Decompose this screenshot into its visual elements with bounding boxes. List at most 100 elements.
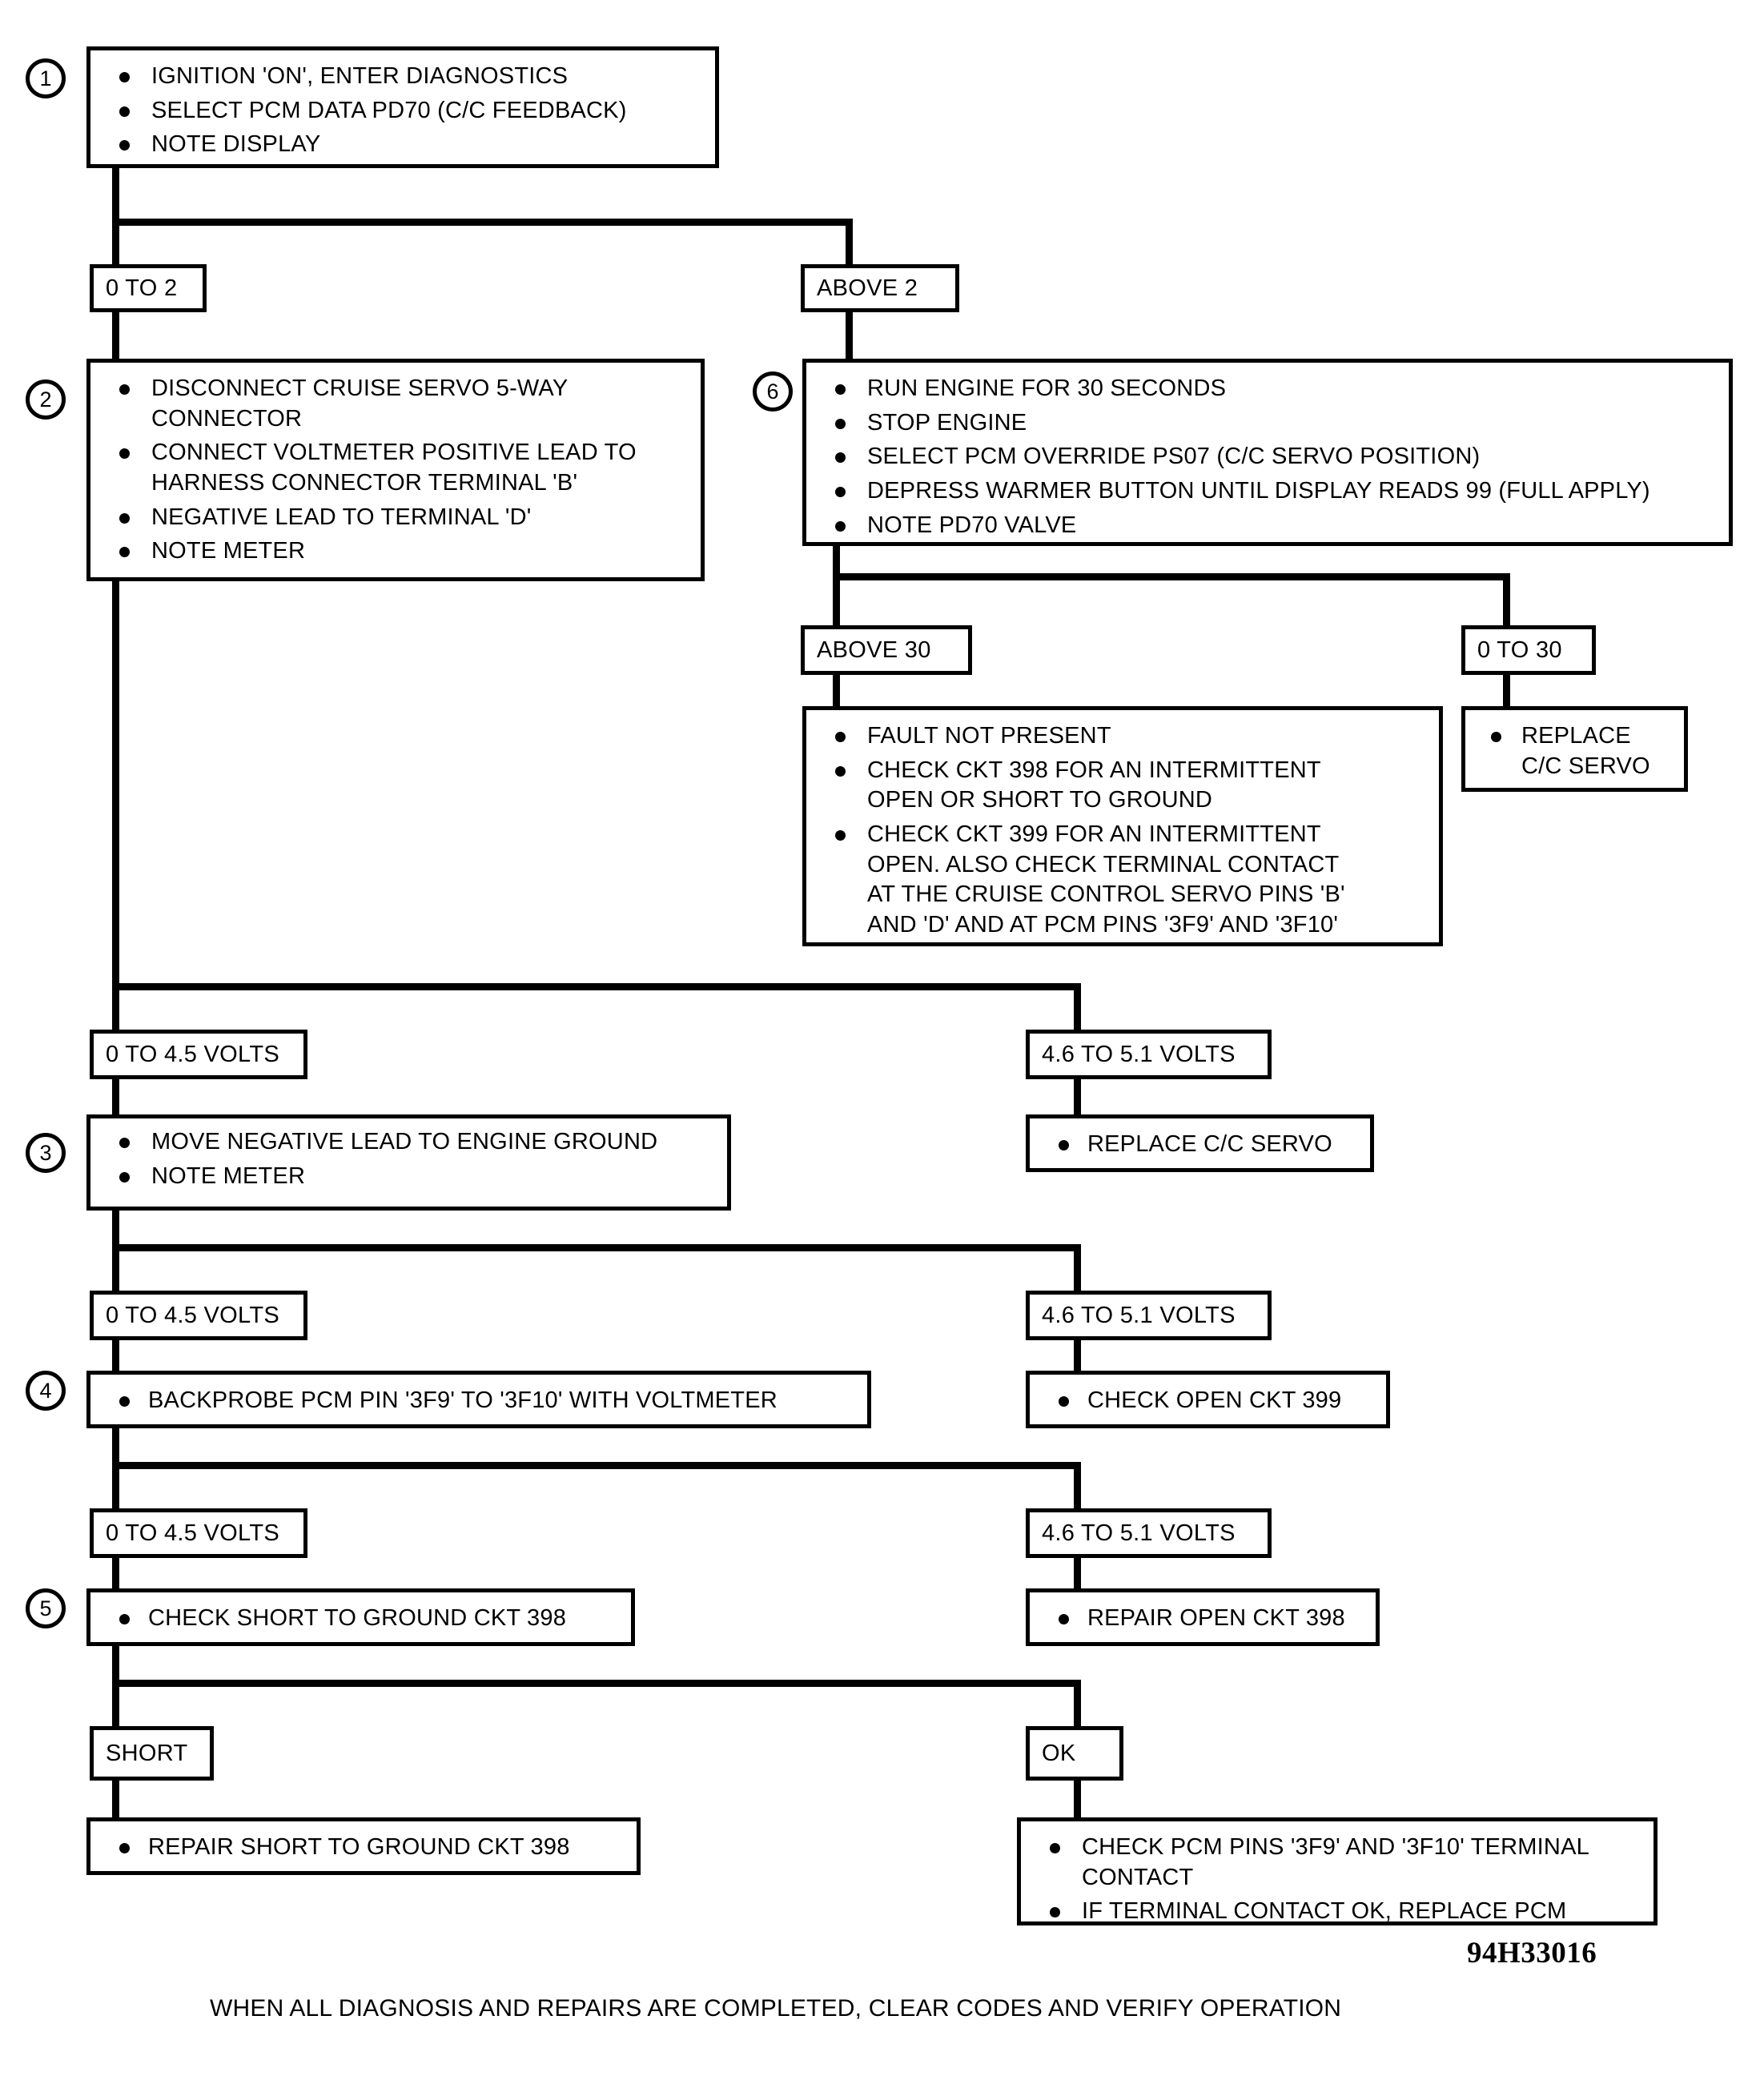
connector-line bbox=[112, 219, 853, 226]
step-5-bullet-list: CHECK SHORT TO GROUND CKT 398 bbox=[102, 1604, 623, 1634]
bullet-item: SELECT PCM DATA PD70 (C/C FEEDBACK) bbox=[102, 96, 707, 126]
branch-label-0-to-2: 0 TO 2 bbox=[90, 264, 207, 312]
bullet-item: DISCONNECT CRUISE SERVO 5-WAY CONNECTOR bbox=[102, 374, 693, 434]
bullet-item: RUN ENGINE FOR 30 SECONDS bbox=[818, 374, 1721, 404]
step-4-box: BACKPROBE PCM PIN '3F9' TO '3F10' WITH V… bbox=[86, 1371, 871, 1428]
connector-line bbox=[833, 573, 840, 628]
connector-line bbox=[1074, 1244, 1081, 1294]
bullet-item: CONNECT VOLTMETER POSITIVE LEAD TO HARNE… bbox=[102, 438, 693, 498]
connector-line bbox=[112, 168, 119, 223]
connector-line bbox=[112, 1779, 119, 1821]
fault-not-present-box: FAULT NOT PRESENT CHECK CKT 398 FOR AN I… bbox=[802, 706, 1443, 946]
step-5-box: CHECK SHORT TO GROUND CKT 398 bbox=[86, 1588, 635, 1646]
bullet-item: CHECK CKT 398 FOR AN INTERMITTENT OPEN O… bbox=[818, 756, 1431, 816]
connector-line bbox=[112, 1646, 119, 1686]
bullet-item: NOTE PD70 VALVE bbox=[818, 511, 1721, 541]
connector-line bbox=[1074, 1556, 1081, 1592]
bullet-item: BACKPROBE PCM PIN '3F9' TO '3F10' WITH V… bbox=[102, 1386, 859, 1416]
step-number-2: 2 bbox=[26, 379, 66, 420]
connector-line bbox=[1074, 983, 1081, 1033]
replace-cc-servo-small-box: REPLACE C/C SERVO bbox=[1461, 706, 1688, 792]
bullet-item: REPLACE C/C SERVO bbox=[1473, 721, 1678, 781]
step-6-bullet-list: RUN ENGINE FOR 30 SECONDS STOP ENGINE SE… bbox=[818, 374, 1721, 540]
connector-line bbox=[112, 1428, 119, 1468]
step-6-box: RUN ENGINE FOR 30 SECONDS STOP ENGINE SE… bbox=[802, 359, 1733, 546]
replace-servo-bullet-list: REPLACE C/C SERVO bbox=[1473, 721, 1678, 781]
bullet-item: NOTE METER bbox=[102, 1162, 719, 1192]
figure-code: 94H33016 bbox=[1467, 1937, 1597, 1970]
branch-label-0-to-4.5-volts-b: 0 TO 4.5 VOLTS bbox=[90, 1291, 307, 1340]
check-pcm-pins-bullet-list: CHECK PCM PINS '3F9' AND '3F10' TERMINAL… bbox=[1032, 1833, 1645, 1927]
step-number-3: 3 bbox=[26, 1133, 66, 1173]
connector-line bbox=[112, 1556, 119, 1592]
repair-short-to-ground-box: REPAIR SHORT TO GROUND CKT 398 bbox=[86, 1817, 641, 1875]
step-number-1: 1 bbox=[26, 58, 66, 98]
connector-line bbox=[112, 983, 1081, 990]
connector-line bbox=[1074, 1462, 1081, 1512]
bullet-item: DEPRESS WARMER BUTTON UNTIL DISPLAY READ… bbox=[818, 476, 1721, 507]
branch-label-0-to-30: 0 TO 30 bbox=[1461, 625, 1596, 675]
connector-line bbox=[112, 1462, 119, 1512]
step-2-bullet-list: DISCONNECT CRUISE SERVO 5-WAY CONNECTOR … bbox=[102, 374, 693, 567]
connector-line bbox=[112, 1244, 119, 1294]
connector-line bbox=[112, 1244, 1081, 1251]
bullet-item: IGNITION 'ON', ENTER DIAGNOSTICS bbox=[102, 62, 707, 92]
connector-line bbox=[846, 219, 853, 267]
step-1-box: IGNITION 'ON', ENTER DIAGNOSTICS SELECT … bbox=[86, 46, 719, 168]
connector-line bbox=[833, 546, 840, 578]
step-number-6: 6 bbox=[753, 371, 793, 412]
connector-line bbox=[112, 1680, 119, 1729]
connector-line bbox=[112, 311, 119, 360]
branch-label-0-to-4.5-volts-c: 0 TO 4.5 VOLTS bbox=[90, 1508, 307, 1558]
bullet-item: REPAIR SHORT TO GROUND CKT 398 bbox=[102, 1833, 629, 1863]
connector-line bbox=[1503, 573, 1510, 628]
replace-servo-bullet-list: REPLACE C/C SERVO bbox=[1041, 1130, 1362, 1160]
connector-line bbox=[112, 1462, 1081, 1469]
branch-label-4.6-to-5.1-volts-c: 4.6 TO 5.1 VOLTS bbox=[1026, 1508, 1272, 1558]
connector-line bbox=[112, 1078, 119, 1118]
check-pcm-pins-box: CHECK PCM PINS '3F9' AND '3F10' TERMINAL… bbox=[1017, 1817, 1658, 1925]
connector-line bbox=[833, 673, 840, 709]
connector-line bbox=[1074, 1078, 1081, 1118]
bullet-item: REPLACE C/C SERVO bbox=[1041, 1130, 1362, 1160]
bullet-item: FAULT NOT PRESENT bbox=[818, 721, 1431, 752]
step-4-bullet-list: BACKPROBE PCM PIN '3F9' TO '3F10' WITH V… bbox=[102, 1386, 859, 1416]
footer-note: WHEN ALL DIAGNOSIS AND REPAIRS ARE COMPL… bbox=[210, 1995, 1342, 2022]
step-number-4: 4 bbox=[26, 1371, 66, 1411]
bullet-item: CHECK CKT 399 FOR AN INTERMITTENT OPEN. … bbox=[818, 820, 1431, 941]
step-3-box: MOVE NEGATIVE LEAD TO ENGINE GROUND NOTE… bbox=[86, 1114, 731, 1211]
connector-line bbox=[112, 1211, 119, 1251]
branch-label-0-to-4.5-volts-a: 0 TO 4.5 VOLTS bbox=[90, 1030, 307, 1079]
branch-label-above-2: ABOVE 2 bbox=[801, 264, 959, 312]
bullet-item: SELECT PCM OVERRIDE PS07 (C/C SERVO POSI… bbox=[818, 442, 1721, 472]
check-open-ckt-399-box: CHECK OPEN CKT 399 bbox=[1026, 1371, 1390, 1428]
replace-cc-servo-box: REPLACE C/C SERVO bbox=[1026, 1114, 1374, 1172]
bullet-item: IF TERMINAL CONTACT OK, REPLACE PCM bbox=[1032, 1897, 1645, 1927]
connector-line bbox=[1074, 1680, 1081, 1729]
connector-line bbox=[112, 1680, 1081, 1687]
step-2-box: DISCONNECT CRUISE SERVO 5-WAY CONNECTOR … bbox=[86, 359, 705, 581]
connector-line bbox=[833, 573, 1510, 580]
bullet-item: CHECK PCM PINS '3F9' AND '3F10' TERMINAL… bbox=[1032, 1833, 1645, 1893]
branch-label-4.6-to-5.1-volts-a: 4.6 TO 5.1 VOLTS bbox=[1026, 1030, 1272, 1079]
connector-line bbox=[1074, 1779, 1081, 1821]
connector-line bbox=[112, 983, 119, 1033]
bullet-item: NOTE METER bbox=[102, 536, 693, 567]
fault-not-present-bullet-list: FAULT NOT PRESENT CHECK CKT 398 FOR AN I… bbox=[818, 721, 1431, 941]
connector-line bbox=[112, 219, 119, 267]
bullet-item: NEGATIVE LEAD TO TERMINAL 'D' bbox=[102, 503, 693, 533]
branch-label-short: SHORT bbox=[90, 1726, 214, 1781]
bullet-item: STOP ENGINE bbox=[818, 408, 1721, 439]
step-1-bullet-list: IGNITION 'ON', ENTER DIAGNOSTICS SELECT … bbox=[102, 62, 707, 160]
connector-line bbox=[112, 1339, 119, 1374]
connector-line bbox=[1074, 1339, 1081, 1374]
bullet-item: CHECK OPEN CKT 399 bbox=[1041, 1386, 1378, 1416]
step-number-5: 5 bbox=[26, 1588, 66, 1628]
connector-line bbox=[1503, 673, 1510, 709]
repair-short-bullet-list: REPAIR SHORT TO GROUND CKT 398 bbox=[102, 1833, 629, 1863]
check-open-bullet-list: CHECK OPEN CKT 399 bbox=[1041, 1386, 1378, 1416]
branch-label-4.6-to-5.1-volts-b: 4.6 TO 5.1 VOLTS bbox=[1026, 1291, 1272, 1340]
bullet-item: REPAIR OPEN CKT 398 bbox=[1041, 1604, 1368, 1634]
step-3-bullet-list: MOVE NEGATIVE LEAD TO ENGINE GROUND NOTE… bbox=[102, 1127, 719, 1191]
